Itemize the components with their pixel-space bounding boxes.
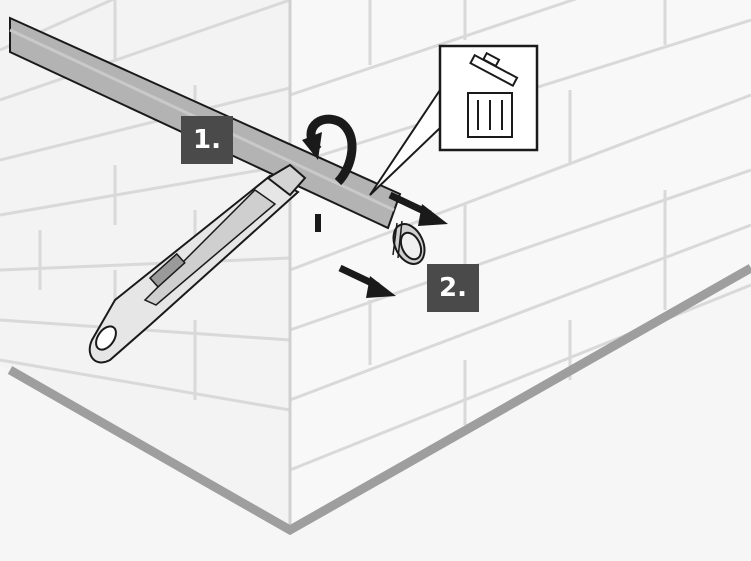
pull-arrows-icon xyxy=(338,191,448,298)
rotate-arrow-icon xyxy=(302,114,357,232)
dispose-callout xyxy=(369,44,539,196)
pipe-cutter xyxy=(88,163,307,364)
floor-edge xyxy=(7,264,751,536)
right-wall xyxy=(290,0,751,530)
step-1-badge: 1. xyxy=(181,116,233,164)
cutter-hole xyxy=(95,325,117,351)
step-2-badge: 2. xyxy=(427,264,479,312)
pipe-opening xyxy=(399,231,423,261)
cutter-head xyxy=(266,163,307,197)
wall-brick-lines xyxy=(0,0,751,472)
trash-bin-icon xyxy=(467,51,519,138)
thread-lines xyxy=(392,220,403,259)
cutter-slider xyxy=(148,252,186,288)
